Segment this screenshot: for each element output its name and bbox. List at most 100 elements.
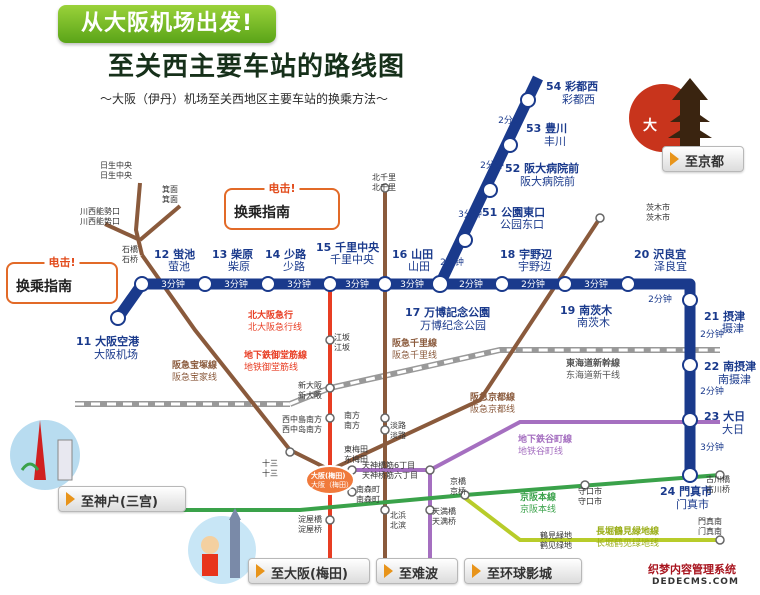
svg-text:守口市: 守口市 (578, 496, 602, 506)
svg-text:宇野边: 宇野边 (518, 260, 551, 273)
minor-station-labels: 日生中央 日生中央 箕面 箕面 川西能勢口 川西能势口 石橋 石桥 北千里 北千… (80, 160, 730, 550)
svg-text:大阪（梅田）: 大阪（梅田） (311, 480, 353, 489)
svg-text:新大阪: 新大阪 (298, 390, 322, 400)
svg-text:23 大日: 23 大日 (704, 409, 745, 423)
svg-text:3分钟: 3分钟 (345, 278, 369, 290)
header-badge: 从大阪机场出发! (58, 5, 276, 43)
svg-text:北滨: 北滨 (390, 520, 406, 530)
to-kyoto-button[interactable]: 至京都 (662, 146, 744, 172)
svg-text:淡路: 淡路 (390, 430, 406, 440)
osaka-mascot-icon (188, 508, 256, 584)
svg-text:3分钟: 3分钟 (287, 278, 311, 290)
svg-text:日生中央: 日生中央 (100, 170, 132, 180)
svg-text:川西能勢口: 川西能勢口 (80, 206, 120, 216)
svg-text:淀屋橋: 淀屋橋 (298, 514, 322, 524)
svg-text:门真南: 门真南 (698, 526, 722, 536)
travel-times: 3分钟 3分钟 3分钟 3分钟 3分钟 2分钟 2分钟 3分钟 2分钟 2分钟 … (161, 114, 724, 453)
svg-text:大日: 大日 (722, 422, 744, 436)
line-labels: 北大阪急行 北大阪急行线 地下鉄御堂筋線 地铁御堂筋线 阪急千里線 阪急千里线 … (172, 309, 659, 549)
svg-text:长堀鹤见绿地线: 长堀鹤见绿地线 (596, 537, 659, 549)
svg-text:大阪机场: 大阪机场 (94, 347, 138, 361)
svg-text:15 千里中央: 15 千里中央 (316, 240, 380, 254)
svg-text:古川橋: 古川橋 (706, 474, 730, 484)
svg-text:阪急京都線: 阪急京都線 (470, 391, 515, 403)
svg-text:大: 大 (643, 117, 657, 134)
svg-text:北千里: 北千里 (372, 172, 396, 182)
arrow-right-icon (66, 492, 75, 506)
kyoto-pagoda-icon: 大 (629, 78, 712, 152)
svg-text:22 南摂津: 22 南摂津 (704, 359, 756, 373)
svg-text:2分钟: 2分钟 (498, 114, 522, 126)
svg-text:13 柴原: 13 柴原 (212, 247, 253, 261)
svg-text:北千里: 北千里 (372, 182, 396, 192)
svg-text:东梅田: 东梅田 (344, 454, 368, 464)
svg-text:24 門真市: 24 門真市 (660, 484, 712, 498)
svg-text:東梅田: 東梅田 (344, 444, 368, 454)
svg-text:17 万博記念公園: 17 万博記念公園 (405, 305, 490, 319)
svg-text:阪急千里线: 阪急千里线 (392, 349, 437, 361)
to-usj-button[interactable]: 至环球影城 (464, 558, 582, 584)
svg-text:淀屋桥: 淀屋桥 (298, 524, 322, 534)
svg-text:京橋: 京橋 (450, 476, 466, 486)
svg-text:北大阪急行: 北大阪急行 (248, 309, 293, 321)
svg-text:52 阪大病院前: 52 阪大病院前 (505, 161, 579, 175)
svg-text:南方: 南方 (344, 410, 360, 420)
svg-text:門真南: 門真南 (698, 516, 722, 526)
svg-text:阪急宝塚線: 阪急宝塚線 (172, 359, 217, 371)
svg-text:江坂: 江坂 (334, 342, 350, 352)
minor-station-dots (285, 183, 725, 545)
transfer-guide-callout[interactable]: 电击! 换乘指南 (224, 180, 340, 230)
svg-text:51 公園東口: 51 公園東口 (482, 205, 545, 219)
svg-text:柴原: 柴原 (228, 259, 250, 273)
umeda-hub (305, 465, 355, 495)
to-kobe-button[interactable]: 至神户(三宫) (58, 486, 186, 512)
svg-text:阪急京都线: 阪急京都线 (470, 403, 515, 415)
kobe-tower-icon (10, 420, 80, 490)
svg-text:2分钟: 2分钟 (459, 278, 483, 290)
svg-text:11 大阪空港: 11 大阪空港 (76, 334, 140, 348)
svg-text:东海道新干线: 东海道新干线 (566, 369, 620, 381)
svg-text:箕面: 箕面 (162, 184, 178, 194)
svg-text:茨木市: 茨木市 (646, 212, 670, 222)
svg-text:川西能势口: 川西能势口 (80, 216, 120, 226)
watermark-text: 织梦内容管理系统 (648, 563, 736, 576)
arrow-right-icon (472, 564, 481, 578)
svg-text:地铁御堂筋线: 地铁御堂筋线 (244, 361, 298, 373)
arrow-right-icon (384, 564, 393, 578)
keihan-line (180, 473, 721, 512)
svg-text:3分钟: 3分钟 (700, 441, 724, 453)
svg-text:地铁谷町线: 地铁谷町线 (518, 445, 563, 457)
svg-text:江坂: 江坂 (334, 332, 350, 342)
svg-text:南茨木: 南茨木 (577, 315, 610, 329)
svg-text:天満橋: 天満橋 (432, 506, 456, 516)
svg-text:阪急宝家线: 阪急宝家线 (172, 371, 217, 383)
svg-text:3分钟: 3分钟 (224, 278, 248, 290)
page-subtitle: ～大阪（伊丹）机场至关西地区主要车站的换乘方法～ (100, 92, 389, 106)
svg-text:西中島南方: 西中島南方 (282, 414, 322, 424)
svg-text:山田: 山田 (408, 260, 430, 273)
arrow-right-icon (256, 564, 265, 578)
header-badge-text: 从大阪机场出发! (80, 11, 254, 36)
svg-text:北大阪急行线: 北大阪急行线 (248, 321, 302, 333)
svg-text:少路: 少路 (283, 260, 305, 273)
svg-text:日生中央: 日生中央 (100, 160, 132, 170)
svg-text:萤池: 萤池 (168, 260, 190, 273)
svg-text:大阪(梅田): 大阪(梅田) (311, 471, 345, 480)
svg-text:南森町: 南森町 (356, 494, 380, 504)
to-namba-button[interactable]: 至难波 (376, 558, 458, 584)
transfer-guide-callout[interactable]: 电击! 换乘指南 (6, 254, 118, 304)
svg-text:京阪本線: 京阪本線 (520, 491, 556, 503)
monorail-station-labels: 11 大阪空港 大阪机场 12 蛍池 萤池 13 柴原 柴原 14 少路 少路 … (76, 79, 756, 511)
svg-text:茨木市: 茨木市 (646, 202, 670, 212)
svg-text:53 豊川: 53 豊川 (526, 121, 567, 135)
monorail-station-dots (110, 92, 698, 483)
svg-text:2分钟: 2分钟 (440, 256, 464, 268)
watermark-url: DEDECMS.COM (652, 577, 739, 587)
svg-text:2分钟: 2分钟 (521, 278, 545, 290)
to-osaka-button[interactable]: 至大阪(梅田) (248, 558, 370, 584)
svg-text:南森町: 南森町 (356, 484, 380, 494)
svg-text:地下鉄御堂筋線: 地下鉄御堂筋線 (244, 349, 307, 361)
svg-text:南方: 南方 (344, 420, 360, 430)
